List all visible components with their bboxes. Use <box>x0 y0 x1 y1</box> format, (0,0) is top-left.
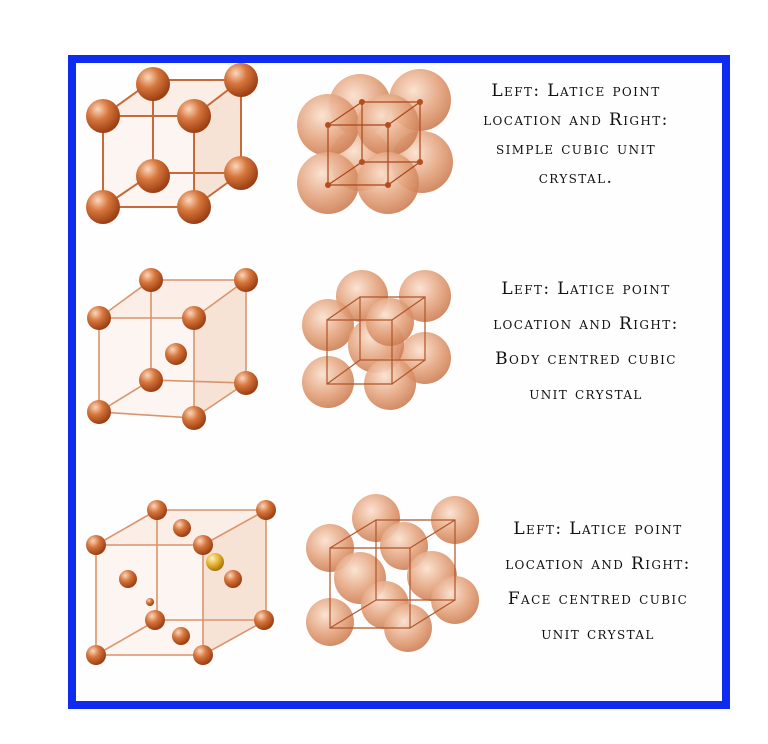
caption-line: unit crystal <box>541 624 655 644</box>
caption-line: Face centred cubic <box>507 589 689 609</box>
simple-cubic-unit-crystal <box>297 69 453 214</box>
face-centred-unit-crystal <box>306 494 479 652</box>
highlight-atom <box>206 553 224 571</box>
caption-line: location and Right: <box>483 110 669 130</box>
caption-line: location and Right: <box>493 314 679 334</box>
body-centred-unit-crystal <box>302 270 451 410</box>
caption-line: simple cubic unit <box>495 139 657 159</box>
body-centred-lattice <box>87 268 258 430</box>
caption-line: Left: Latice point <box>501 279 671 299</box>
caption-line: location and Right: <box>505 554 691 574</box>
caption-line: Left: Latice point <box>491 81 661 101</box>
simple-cubic-lattice <box>86 63 258 224</box>
caption-line: unit crystal <box>529 384 643 404</box>
caption-line: crystal. <box>538 168 614 188</box>
caption-line: Left: Latice point <box>513 519 683 539</box>
caption-line: Body centred cubic <box>495 349 677 369</box>
caption-face-centred: Left: Latice point location and Right: F… <box>474 512 722 652</box>
face-centred-lattice <box>86 500 276 665</box>
lattice-atoms <box>86 63 258 224</box>
caption-simple-cubic: Left: Latice point location and Right: s… <box>452 77 700 193</box>
caption-body-centred: Left: Latice point location and Right: B… <box>462 272 710 412</box>
